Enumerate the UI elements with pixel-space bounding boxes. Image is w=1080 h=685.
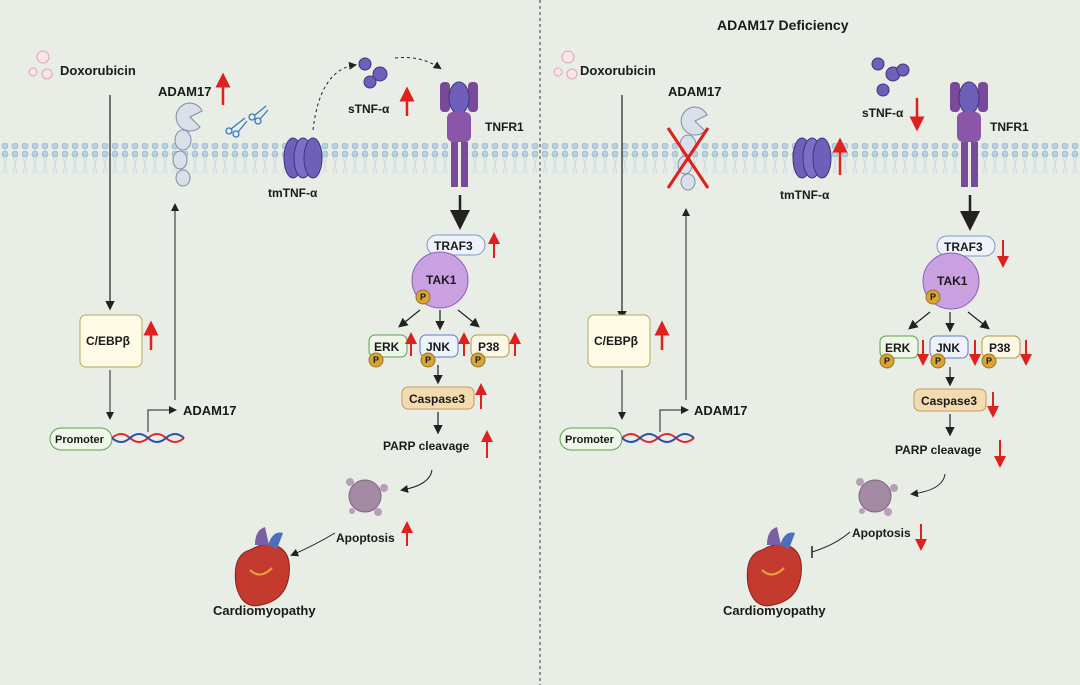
panel-title: ADAM17 Deficiency bbox=[717, 17, 849, 33]
svg-text:Caspase3: Caspase3 bbox=[921, 394, 977, 408]
cardiomyopathy-label: Cardiomyopathy bbox=[723, 603, 826, 618]
svg-text:C/EBPβ: C/EBPβ bbox=[594, 334, 638, 348]
traf3-node bbox=[936, 235, 996, 257]
svg-text:ERK: ERK bbox=[374, 340, 400, 354]
svg-text:TAK1: TAK1 bbox=[937, 274, 968, 288]
stnf-label: sTNF-α bbox=[348, 102, 390, 116]
jnk-node bbox=[929, 335, 969, 359]
doxorubicin-molecules-icon bbox=[28, 50, 53, 80]
svg-text:Promoter: Promoter bbox=[565, 434, 615, 446]
heart-icon bbox=[746, 527, 802, 607]
parp-label: PARP cleavage bbox=[383, 439, 470, 453]
cebpb-node bbox=[587, 314, 651, 368]
erk-node bbox=[368, 334, 408, 358]
dna-helix-icon bbox=[621, 433, 695, 443]
tak1-phospho-icon bbox=[415, 289, 431, 305]
tnfr1-label: TNFR1 bbox=[485, 120, 524, 134]
parp-label: PARP cleavage bbox=[895, 443, 982, 457]
svg-text:P: P bbox=[935, 356, 941, 366]
adam17-gene-label: ADAM17 bbox=[694, 403, 747, 418]
svg-text:P38: P38 bbox=[989, 341, 1011, 355]
svg-text:ERK: ERK bbox=[885, 341, 911, 355]
svg-text:JNK: JNK bbox=[936, 341, 960, 355]
cebpb-node bbox=[79, 314, 143, 368]
svg-text:P: P bbox=[475, 355, 481, 365]
svg-text:P: P bbox=[986, 356, 992, 366]
left-panel: Doxorubicin ADAM17 tmTNF-α bbox=[28, 50, 524, 618]
tmtnf-protein-icon bbox=[283, 137, 323, 179]
apoptosis-label: Apoptosis bbox=[336, 531, 395, 545]
adam17-protein-icon bbox=[172, 102, 203, 187]
svg-text:TRAF3: TRAF3 bbox=[944, 240, 983, 254]
stnf-trimer-icon bbox=[358, 57, 388, 89]
stnf-label: sTNF-α bbox=[862, 106, 904, 120]
dna-helix-icon bbox=[111, 433, 185, 443]
adam17-protein-label: ADAM17 bbox=[668, 84, 721, 99]
tmtnf-protein-icon bbox=[792, 137, 832, 179]
adam17-gene-label: ADAM17 bbox=[183, 403, 236, 418]
cardiomyopathy-label: Cardiomyopathy bbox=[213, 603, 316, 618]
svg-text:P: P bbox=[930, 292, 936, 302]
deletion-cross-icon bbox=[666, 127, 710, 189]
svg-text:P: P bbox=[884, 356, 890, 366]
tmtnf-label: tmTNF-α bbox=[268, 186, 318, 200]
heart-icon bbox=[234, 527, 290, 607]
erk-node bbox=[879, 335, 919, 359]
apoptotic-cell-icon bbox=[856, 478, 898, 516]
caspase3-node bbox=[913, 388, 987, 412]
svg-text:P: P bbox=[425, 355, 431, 365]
doxorubicin-label: Doxorubicin bbox=[60, 63, 136, 78]
scissors-icon bbox=[225, 105, 269, 138]
svg-text:P: P bbox=[420, 292, 426, 302]
p38-node bbox=[981, 335, 1021, 359]
traf3-node bbox=[426, 234, 486, 256]
stnf-trimer-icon bbox=[871, 57, 910, 97]
tnfr1-label: TNFR1 bbox=[990, 120, 1029, 134]
apoptotic-cell-icon bbox=[346, 478, 388, 516]
svg-text:C/EBPβ: C/EBPβ bbox=[86, 334, 130, 348]
doxorubicin-molecules-icon bbox=[553, 50, 578, 80]
doxorubicin-label: Doxorubicin bbox=[580, 63, 656, 78]
tmtnf-label: tmTNF-α bbox=[780, 188, 830, 202]
adam17-protein-label: ADAM17 bbox=[158, 84, 211, 99]
jnk-node bbox=[419, 334, 459, 358]
tnfr1-receptor-icon bbox=[950, 81, 988, 187]
traf3-label: TRAF3 bbox=[434, 239, 473, 253]
caspase3-node bbox=[401, 386, 475, 410]
svg-text:P38: P38 bbox=[478, 340, 500, 354]
svg-text:P: P bbox=[373, 355, 379, 365]
svg-text:Promoter: Promoter bbox=[55, 434, 105, 446]
apoptosis-label: Apoptosis bbox=[852, 526, 911, 540]
svg-text:Caspase3: Caspase3 bbox=[409, 392, 465, 406]
tak1-label: TAK1 bbox=[426, 273, 457, 287]
right-panel: ADAM17 Deficiency Doxorubicin ADAM17 tmT… bbox=[553, 17, 1032, 618]
svg-text:JNK: JNK bbox=[426, 340, 450, 354]
p38-node bbox=[470, 334, 510, 358]
tnfr1-receptor-icon bbox=[440, 81, 478, 187]
